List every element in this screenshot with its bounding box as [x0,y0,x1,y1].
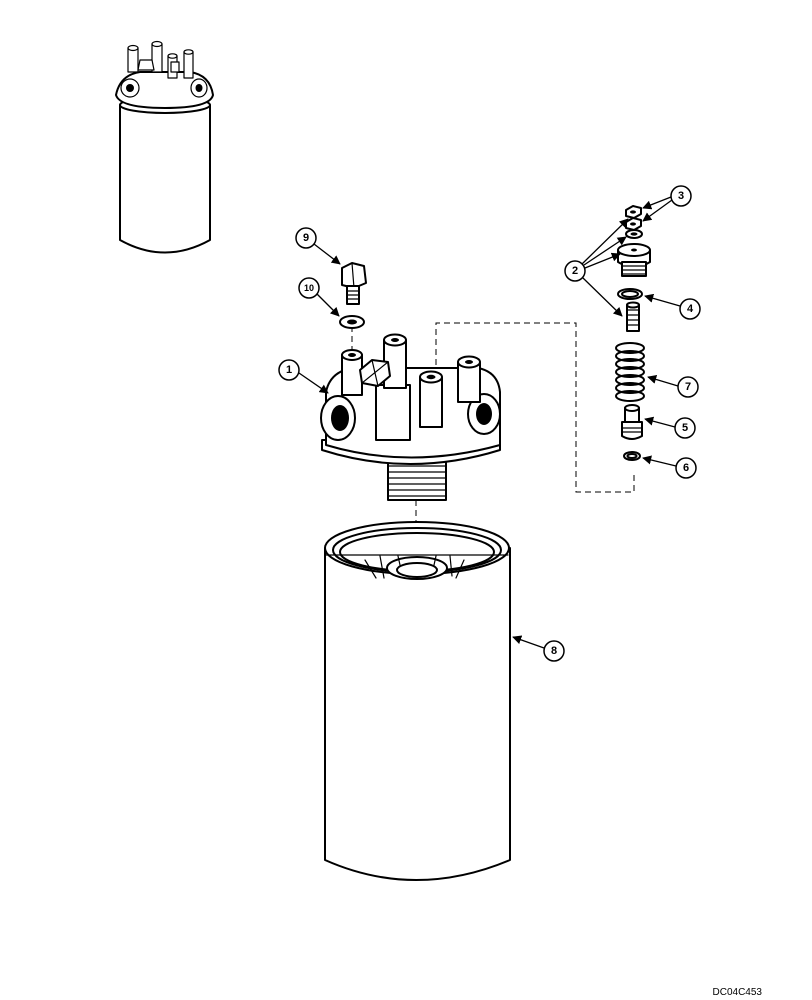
callout-1: 1 [278,359,329,394]
filter-cartridge-part-8 [324,521,511,881]
svg-text:9: 9 [303,232,309,244]
callout-5: 5 [644,416,696,439]
svg-text:6: 6 [683,462,689,474]
poppet-part-5 [621,404,643,440]
svg-text:5: 5 [682,422,688,434]
o-ring-part-4 [617,288,643,300]
callout-4: 4 [644,293,701,320]
svg-text:2: 2 [572,265,578,277]
svg-text:1: 1 [286,364,292,376]
svg-text:7: 7 [685,381,691,393]
callout-8: 8 [512,635,565,662]
valve-cap-part-2 [617,243,651,277]
callout-2: 2 [564,218,629,317]
valve-assembly-path [435,322,635,493]
assembled-filter-thumbnail [115,40,214,254]
washer-part-10 [339,315,365,329]
callout-3: 3 [642,185,692,222]
adjust-screw [626,301,640,332]
svg-text:4: 4 [687,303,694,315]
callout-7: 7 [647,374,699,398]
svg-text:8: 8 [551,645,557,657]
spring-part-7 [615,342,645,402]
small-washer-part-3 [625,217,642,231]
bolt-part-9 [341,262,367,305]
seal-part-6 [623,451,641,461]
callout-6: 6 [642,455,697,479]
drawing-reference-code: DC04C453 [713,987,763,998]
svg-text:10: 10 [304,283,314,293]
filter-head-part-1 [320,333,501,501]
nut-part-3 [625,205,642,219]
callout-10: 10 [298,277,340,317]
svg-text:3: 3 [678,190,684,202]
callout-9: 9 [295,227,341,265]
seal-washer [625,229,643,239]
